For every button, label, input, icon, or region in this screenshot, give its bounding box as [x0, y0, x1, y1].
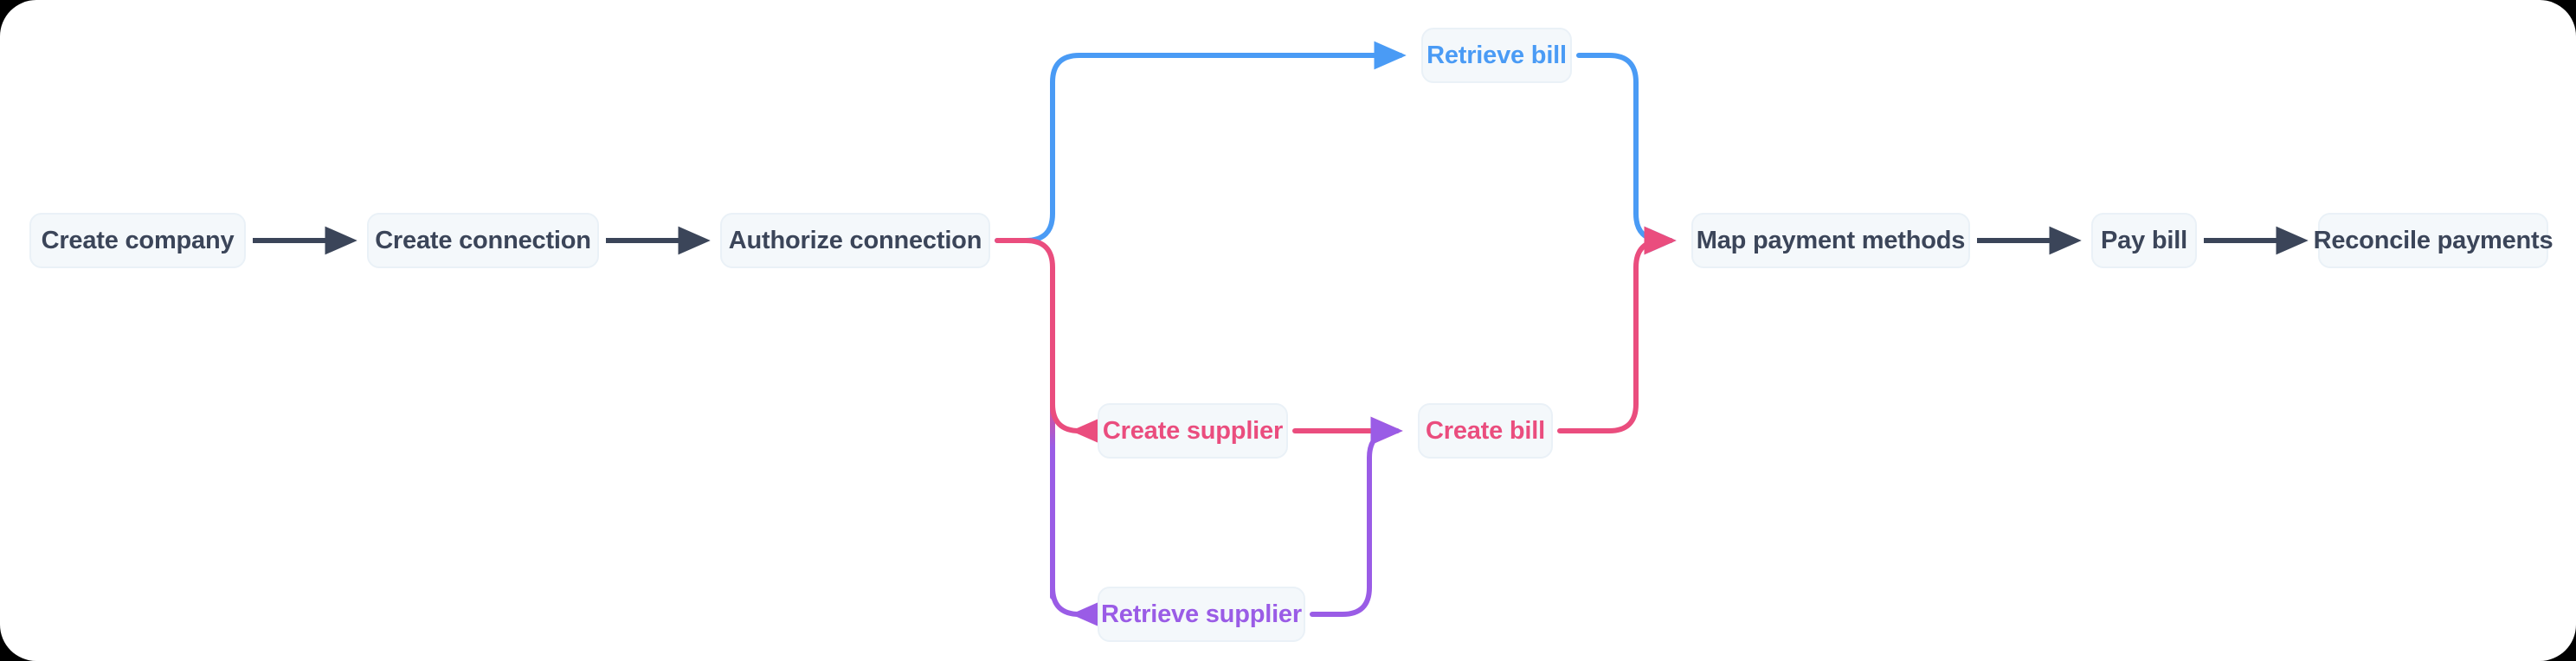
edge-retrieve-bill-to-map-payment-methods	[1576, 53, 1677, 255]
edge-create-bill-to-map-payment-methods	[1557, 226, 1677, 433]
node-create-connection[interactable]: Create connection	[367, 213, 599, 268]
node-retrieve-bill[interactable]: Retrieve bill	[1421, 28, 1572, 83]
node-create-supplier[interactable]: Create supplier	[1098, 403, 1288, 459]
edge-authorize-branch-trunk	[995, 238, 1055, 600]
edge-authorize-connection-to-create-supplier	[1050, 378, 1104, 446]
node-map-payment-methods[interactable]: Map payment methods	[1691, 213, 1970, 268]
edge-retrieve-supplier-to-create-bill	[1310, 416, 1403, 617]
node-pay-bill[interactable]: Pay bill	[2091, 213, 2197, 268]
edge-authorize-connection-to-retrieve-bill	[995, 41, 1407, 243]
node-create-bill[interactable]: Create bill	[1418, 403, 1553, 459]
edge-authorize-connection-to-retrieve-supplier	[1050, 562, 1104, 629]
node-authorize-connection[interactable]: Authorize connection	[720, 213, 990, 268]
node-reconcile-payments[interactable]: Reconcile payments	[2314, 213, 2553, 268]
node-create-company[interactable]: Create company	[29, 213, 246, 268]
node-retrieve-supplier[interactable]: Retrieve supplier	[1098, 587, 1305, 642]
